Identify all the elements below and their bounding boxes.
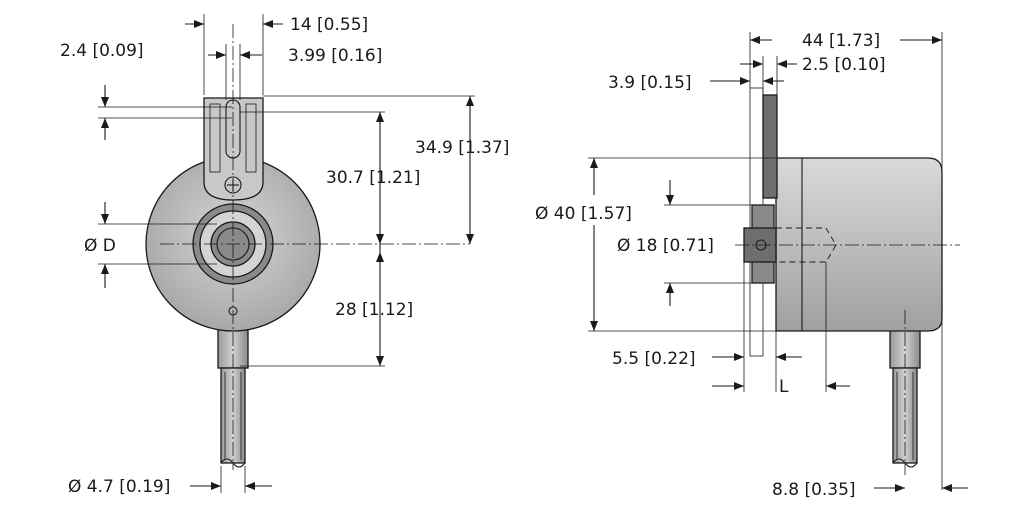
cable-diameter-dimension: Ø 4.7 [0.19] [68,477,170,497]
front-width-dimension: 14 [0.55] [290,15,368,35]
slot-offset-dimension: 2.4 [0.09] [60,41,144,61]
slot-width-dimension: 3.99 [0.16] [288,46,382,66]
housing-diameter-dimension: Ø 40 [1.57] [535,204,632,224]
overall-length-dimension: 44 [1.73] [802,31,880,51]
mounting-bracket [203,97,264,201]
collar-width-dimension: 5.5 [0.22] [612,349,696,369]
side-housing [775,157,943,332]
total-height-dimension: 34.9 [1.37] [415,138,509,158]
flange-thickness-dimension: 2.5 [0.10] [802,55,886,75]
cable-offset-dimension: 8.8 [0.35] [772,480,856,500]
shaft-diameter-dimension: Ø D [84,236,116,256]
lower-height-dimension: 28 [1.12] [335,300,413,320]
front-view: 14 [0.55] 3.99 [0.16] 2.4 [0.09] 34.9 [1… [60,14,509,497]
hub-diameter-dimension: Ø 18 [0.71] [617,236,714,256]
bracket-screw-icon [224,176,242,194]
bracket-thickness-dimension: 3.9 [0.15] [608,73,692,93]
side-bracket [762,94,778,199]
insertion-depth-dimension: L [779,377,789,397]
side-view: 44 [1.73] 2.5 [0.10] 3.9 [0.15] Ø 40 [1.… [535,31,968,500]
slot-height-dimension: 30.7 [1.21] [326,168,420,188]
